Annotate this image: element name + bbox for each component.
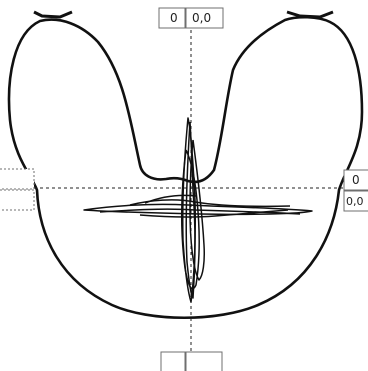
top-readout: 0 0,0 [158,7,224,29]
left-top-box [0,168,35,190]
right-top-readout: 0 [352,173,360,187]
top-left-box [158,7,186,29]
top-left-readout: 0 [170,11,178,25]
left-bottom-box [0,189,35,211]
pressure-trace [83,117,313,303]
top-right-readout: 0,0 [192,11,211,25]
left-top-mark [33,10,73,19]
right-bottom-box [343,190,368,212]
bottom-right-box [185,351,223,371]
right-bottom-readout: 0,0 [346,195,364,208]
right-top-box [343,169,368,191]
foot-outline [7,15,364,319]
left-readout [0,168,35,211]
bottom-readout [160,351,223,371]
bottom-left-box [160,351,186,371]
right-readout: 0 0,0 [343,169,368,212]
top-right-box [185,7,224,29]
right-top-mark [286,10,334,19]
